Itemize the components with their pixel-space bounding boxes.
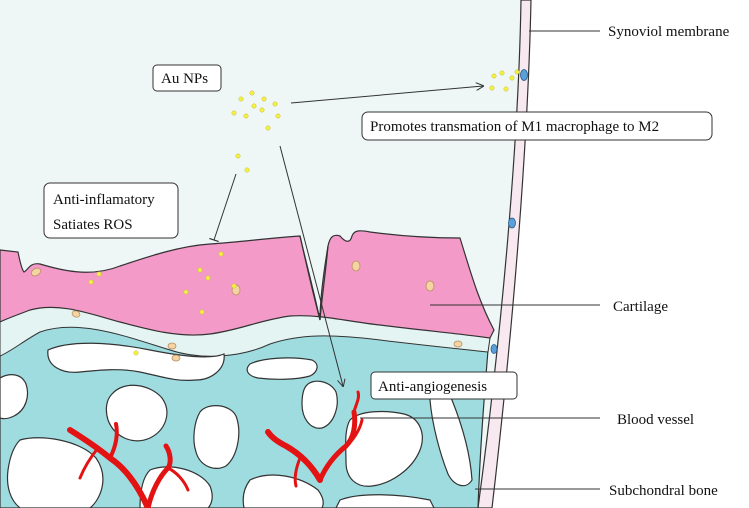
nanoparticle: [249, 90, 255, 96]
nanoparticle: [272, 101, 278, 107]
nanoparticle: [514, 69, 520, 75]
box-anti-inflammatory: Anti-inflamatory Satiates ROS: [43, 182, 179, 239]
nanoparticle: [503, 86, 509, 92]
blood-vessel: [78, 446, 100, 480]
box-promotes-text: Promotes transmation of M1 macrophage to…: [370, 119, 659, 135]
inhibit-arrow-to-cartilage: [209, 173, 237, 243]
marrow-cavity: [301, 380, 338, 429]
macrophage: [520, 69, 528, 81]
blood-vessel: [344, 418, 364, 448]
box-anti-inflammatory-line2: Satiates ROS: [53, 217, 133, 233]
marrow-cavities: [0, 342, 473, 508]
macrophages: [490, 69, 528, 354]
marrow-cavity: [246, 357, 318, 380]
label-subchondral-bone: Subchondral bone: [609, 483, 718, 499]
box-anti-angiogenesis-text: Anti-angiogenesis: [378, 379, 487, 395]
chondrocyte: [71, 310, 81, 318]
nanoparticle: [231, 110, 237, 116]
nanoparticle: [218, 251, 224, 257]
cartilage-fissure: [299, 235, 329, 321]
box-promotes: Promotes transmation of M1 macrophage to…: [361, 111, 713, 141]
nanoparticle: [238, 96, 244, 102]
nanoparticle: [205, 275, 211, 281]
marrow-cavity: [0, 374, 29, 420]
box-au-nps: Au NPs: [152, 64, 222, 92]
marrow-cavity: [193, 405, 240, 469]
nanoparticle: [183, 289, 189, 295]
nanoparticle: [197, 267, 203, 273]
blood-vessel: [166, 466, 190, 492]
chondrocyte: [30, 267, 42, 277]
marrow-cavity: [47, 342, 225, 381]
au-nanoparticles: [88, 69, 520, 356]
nanoparticle: [275, 113, 281, 119]
nanoparticle: [251, 103, 257, 109]
nanoparticle: [259, 107, 265, 113]
nanoparticle: [489, 85, 495, 91]
macrophage: [508, 217, 516, 229]
nanoparticle: [491, 73, 497, 79]
nanoparticle: [96, 271, 102, 277]
chondrocytes: [30, 260, 463, 362]
nanoparticle: [133, 350, 139, 356]
marrow-cavity: [242, 474, 324, 508]
nanoparticle: [235, 153, 241, 159]
blood-vessel: [293, 456, 302, 488]
box-anti-inflammatory-line1: Anti-inflamatory: [53, 192, 155, 208]
arrow-to-macrophage: [290, 86, 483, 104]
label-synovial-membrane: Synoviol membrane: [608, 24, 730, 40]
nanoparticle: [265, 125, 271, 131]
chondrocyte: [351, 260, 361, 272]
nanoparticle: [261, 96, 267, 102]
blood-vessel: [108, 422, 119, 460]
chondrocyte: [171, 354, 181, 362]
nanoparticle: [509, 75, 515, 81]
arrow-to-bone: [279, 145, 343, 386]
nanoparticle: [231, 283, 237, 289]
process-arrows: [209, 86, 483, 386]
label-blood-vessel: Blood vessel: [617, 412, 694, 428]
leader-lines: [360, 30, 600, 490]
nanoparticle: [88, 279, 94, 285]
nanoparticle: [499, 70, 505, 76]
cartilage-layer: [0, 230, 495, 339]
box-au-nps-text: Au NPs: [161, 71, 208, 87]
nanoparticle: [243, 113, 249, 119]
nanoparticle: [244, 167, 250, 173]
marrow-cavity: [345, 410, 423, 487]
blood-vessels: [67, 390, 364, 508]
chondrocyte: [167, 342, 177, 350]
chondrocyte: [425, 280, 435, 292]
box-anti-angiogenesis: Anti-angiogenesis: [370, 371, 518, 400]
macrophage: [490, 344, 498, 354]
marrow-cavity: [105, 384, 168, 442]
chondrocyte: [453, 340, 463, 348]
blood-vessel: [352, 390, 360, 414]
nanoparticle: [199, 309, 205, 315]
marrow-cavity: [335, 494, 435, 508]
blood-vessel: [265, 429, 323, 483]
label-cartilage: Cartilage: [613, 299, 668, 315]
